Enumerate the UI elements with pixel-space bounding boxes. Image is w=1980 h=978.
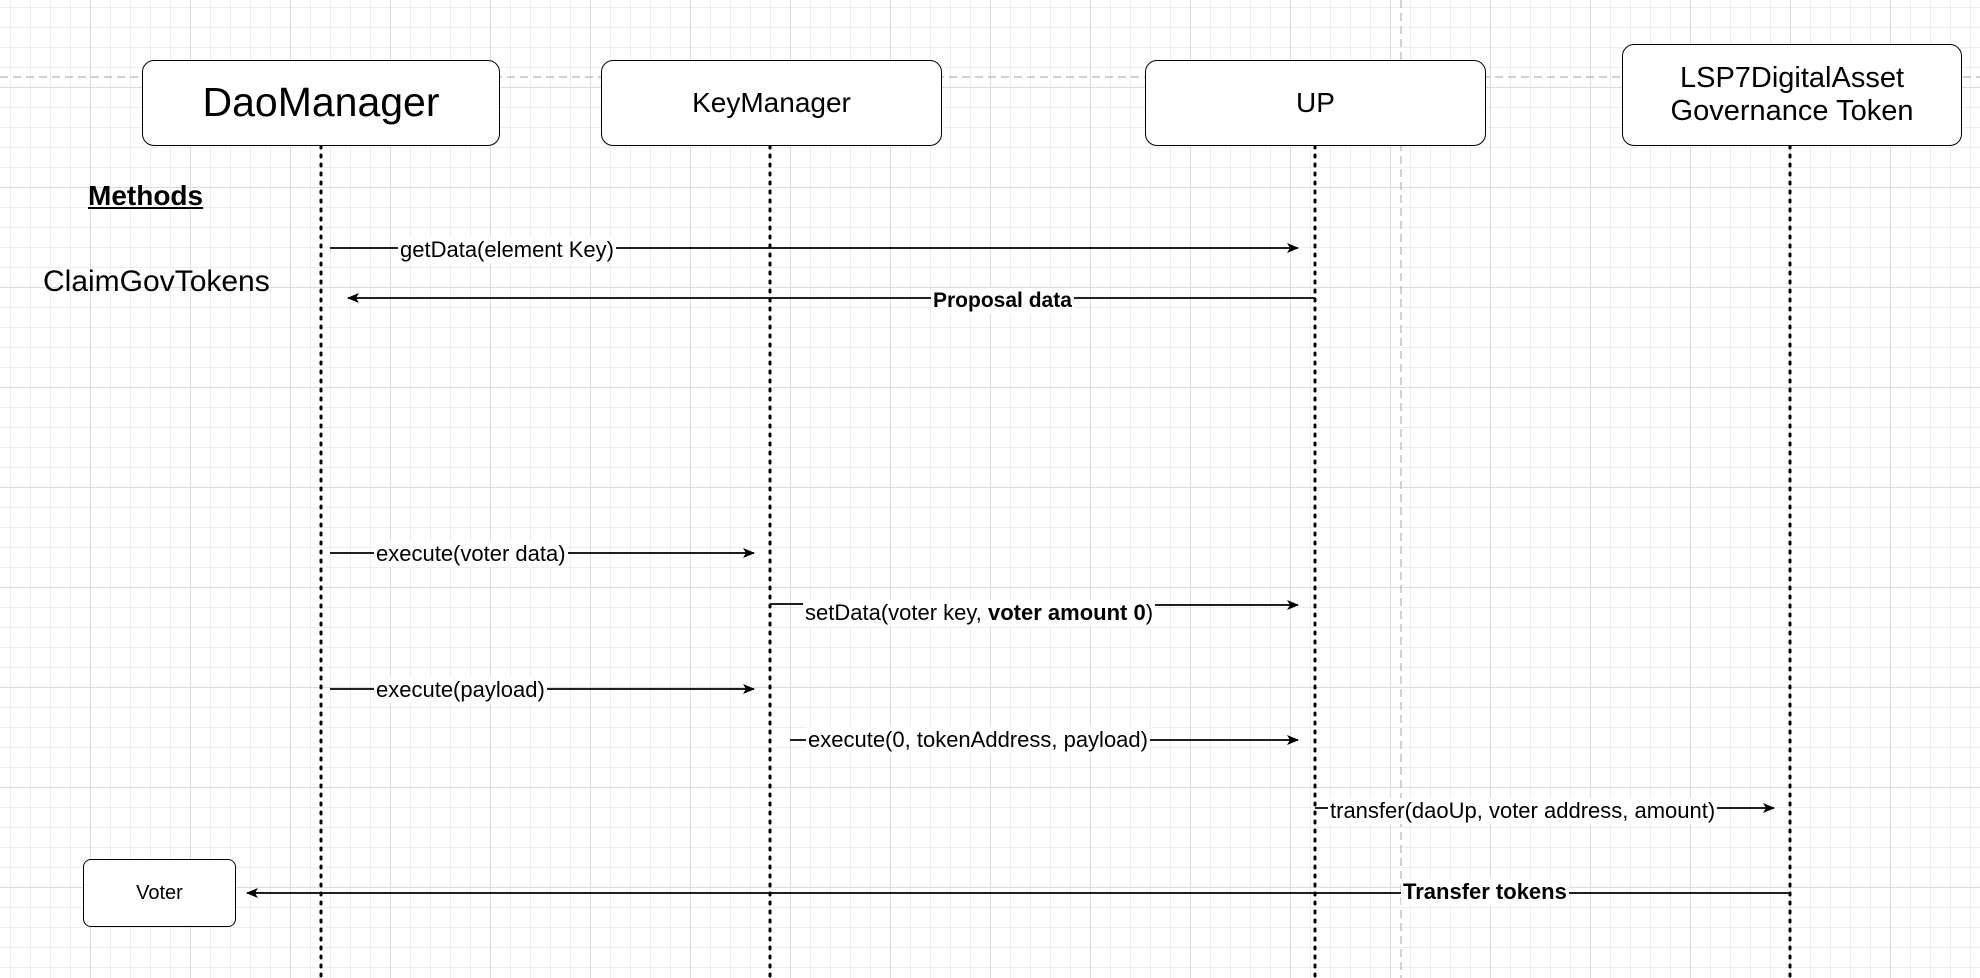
- actor-voter[interactable]: Voter: [83, 859, 236, 927]
- actor-voter-label: Voter: [136, 881, 183, 904]
- actor-daomanager-label: DaoManager: [202, 79, 440, 126]
- message-setdata-suffix: ): [1145, 600, 1154, 625]
- message-setdata-bold: voter amount 0: [988, 600, 1146, 625]
- message-execute-voter-data-label: execute(voter data): [374, 541, 568, 567]
- actor-lsp7-label-line1: LSP7DigitalAsset: [1679, 61, 1905, 94]
- message-transfer-label: transfer(daoUp, voter address, amount): [1328, 798, 1718, 824]
- actor-up-label: UP: [1296, 86, 1335, 118]
- message-getdata-label: getData(element Key): [398, 237, 616, 263]
- actor-keymanager[interactable]: KeyManager: [601, 60, 942, 146]
- message-proposal-data-label: Proposal data: [931, 288, 1074, 314]
- message-setdata-prefix: setData(voter key,: [805, 600, 988, 625]
- actor-keymanager-label: KeyManager: [692, 86, 851, 118]
- message-execute-token-label: execute(0, tokenAddress, payload): [806, 727, 1150, 753]
- methods-heading: Methods: [88, 180, 204, 211]
- message-transfer-tokens-label: Transfer tokens: [1401, 879, 1569, 905]
- actor-up[interactable]: UP: [1145, 60, 1486, 146]
- actor-daomanager[interactable]: DaoManager: [142, 60, 500, 146]
- message-execute-payload-label: execute(payload): [374, 677, 547, 703]
- actor-lsp7-label-line2: Governance Token: [1670, 95, 1914, 127]
- actor-lsp7-governance-token[interactable]: LSP7DigitalAsset Governance Token: [1622, 44, 1962, 146]
- message-setdata-label: setData(voter key, voter amount 0): [803, 600, 1156, 626]
- method-claimgovtokens: ClaimGovTokens: [43, 265, 270, 298]
